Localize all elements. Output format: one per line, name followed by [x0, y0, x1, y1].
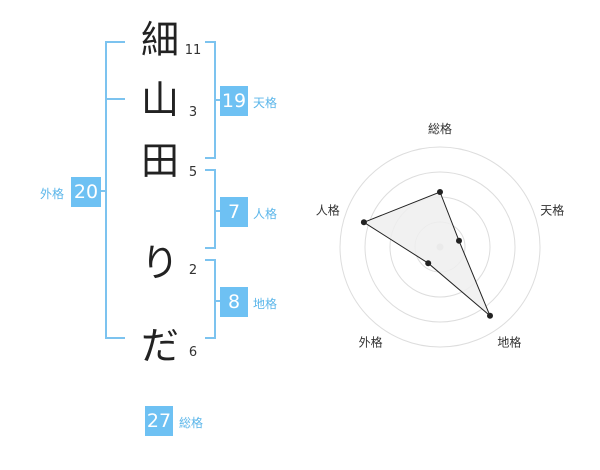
radar-axis-label-1: 総格: [428, 121, 452, 136]
gaikaku-value-badge: 20: [71, 177, 101, 207]
chikaku-label: 地格: [253, 297, 278, 311]
tenkaku-value-badge: 19: [220, 86, 248, 116]
radar-grid-ring-4: [339, 146, 541, 348]
jinkaku-value-badge: 7: [220, 197, 248, 227]
soukaku-label: 総格: [179, 416, 204, 430]
radar-grid-ring-3: [364, 171, 516, 323]
stroke-count-3: 5: [188, 165, 198, 180]
chikaku-bracket: [205, 259, 216, 339]
radar-point-4: [425, 260, 432, 267]
soukaku-value-badge: 27: [145, 406, 173, 436]
radar-axis-label-3: 地格: [497, 335, 521, 350]
jinkaku-bracket-connector: [215, 210, 221, 212]
chikaku-bracket-connector: [215, 300, 221, 302]
gaikaku-label: 外格: [40, 187, 65, 201]
radar-data-polygon: [362, 191, 491, 317]
name-char-4: り: [140, 241, 179, 285]
name-char-3: 田: [140, 139, 179, 183]
radar-axis-label-5: 人格: [316, 203, 340, 218]
stroke-count-5: 6: [188, 345, 198, 360]
radar-axis-label-4: 外格: [359, 335, 383, 350]
radar-axis-label-2: 天格: [540, 203, 564, 218]
radar-point-1: [437, 189, 443, 195]
radar-point-5: [360, 219, 367, 226]
name-char-1: 細: [140, 18, 179, 62]
stroke-count-2: 3: [188, 105, 198, 120]
gaikaku-bracket: [105, 41, 125, 339]
chikaku-value-badge: 8: [220, 287, 248, 317]
tenkaku-bracket-connector: [215, 99, 221, 101]
stroke-count-4: 2: [188, 263, 198, 278]
jinkaku-bracket: [205, 169, 216, 249]
jinkaku-label: 人格: [253, 207, 278, 221]
stroke-count-1: 11: [184, 43, 202, 58]
gaikaku-bracket-connector: [100, 190, 107, 192]
tenkaku-label: 天格: [253, 96, 278, 110]
name-char-2: 山: [140, 78, 179, 122]
radar-point-2: [456, 237, 462, 244]
gaikaku-bracket-inner-tick: [105, 98, 125, 100]
radar-point-3: [487, 312, 493, 319]
name-char-5: だ: [140, 324, 179, 368]
